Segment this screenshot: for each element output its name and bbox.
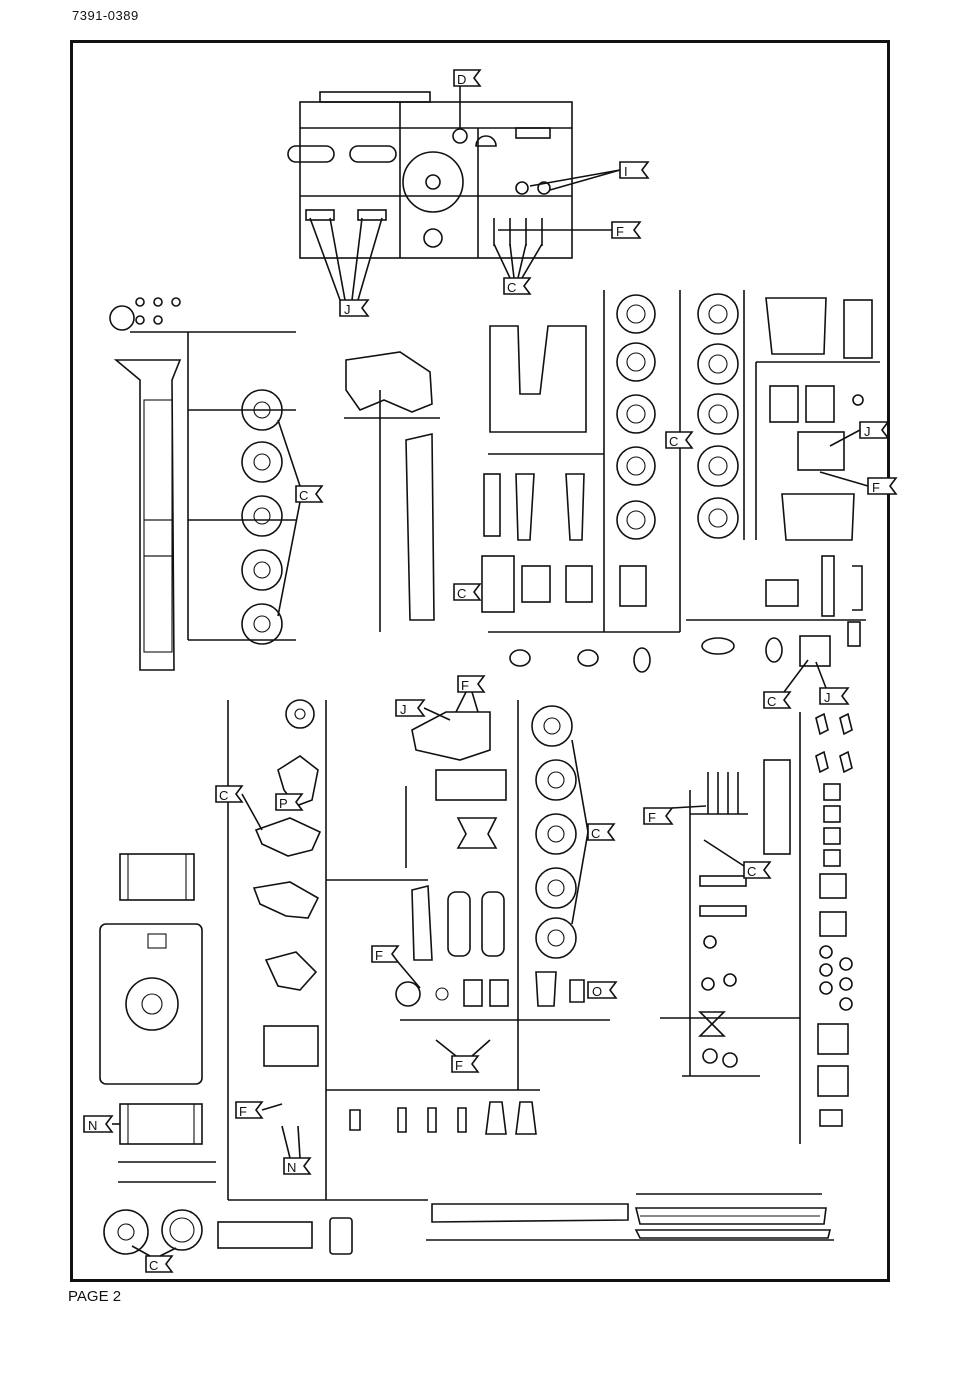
tag-f-right: F [819, 471, 898, 495]
svg-text:C: C [149, 1258, 158, 1273]
svg-text:J: J [824, 690, 831, 705]
tag-c-bottom: C [131, 1245, 177, 1273]
svg-text:C: C [747, 864, 756, 879]
sprue-right-upper [686, 290, 880, 667]
svg-text:C: C [669, 434, 678, 449]
svg-text:F: F [648, 810, 656, 825]
svg-text:N: N [88, 1118, 97, 1133]
svg-text:C: C [299, 488, 308, 503]
tag-c-chassis-wheels: C [277, 419, 324, 617]
tag-j-right: J [829, 421, 890, 447]
tag-d: D [453, 69, 482, 128]
tag-i: I [529, 161, 650, 191]
tag-c-lower-wheels: C [571, 739, 616, 925]
sprue-cab [481, 290, 681, 673]
tag-f-lower-left: F [235, 1101, 283, 1119]
sprue-lower-left [99, 699, 428, 1255]
tag-c-cab-wheels: C [665, 431, 694, 449]
svg-text:O: O [592, 984, 602, 999]
sprue-boom [426, 1193, 834, 1241]
svg-text:F: F [616, 224, 624, 239]
svg-text:I: I [624, 164, 628, 179]
sprue-crane-arm [344, 351, 440, 632]
svg-text:C: C [507, 280, 516, 295]
svg-text:C: C [591, 826, 600, 841]
sprue-chassis [109, 297, 296, 671]
svg-text:F: F [455, 1058, 463, 1073]
parts-diagram-frame [70, 40, 890, 1282]
svg-text:J: J [400, 702, 407, 717]
tag-j-right-lower: J [815, 661, 850, 705]
tag-f-engine: F [455, 675, 486, 713]
tag-o: O [587, 981, 618, 999]
svg-text:J: J [344, 302, 351, 317]
tag-c-right-lower: C [763, 659, 809, 709]
tag-n-lower: N [281, 1125, 312, 1175]
tag-f-shocks: F [643, 805, 707, 825]
svg-text:F: F [872, 480, 880, 495]
svg-text:C: C [767, 694, 776, 709]
svg-text:F: F [375, 948, 383, 963]
document-number: 7391-0389 [72, 8, 139, 23]
svg-text:D: D [457, 72, 466, 87]
tag-n-crate: N [83, 1115, 120, 1133]
svg-text:N: N [287, 1160, 296, 1175]
sprue-lower-middle [326, 700, 610, 1135]
tag-p: P [275, 793, 304, 811]
sprue-top [287, 91, 573, 259]
svg-text:C: C [219, 788, 228, 803]
svg-text:J: J [864, 424, 871, 439]
tag-c-shocks: C [703, 839, 772, 879]
svg-text:F: F [239, 1104, 247, 1119]
svg-text:F: F [461, 678, 469, 693]
sprue-lower-right [660, 712, 853, 1144]
tag-c-top: C [493, 243, 543, 295]
svg-text:C: C [457, 586, 466, 601]
page-number: PAGE 2 [68, 1288, 122, 1305]
tag-f-wheel: F [371, 945, 421, 989]
svg-text:P: P [279, 796, 288, 811]
tag-c-cab: C [453, 583, 482, 601]
tag-f-lower-middle: F [435, 1039, 491, 1073]
tag-j-top: J [309, 217, 383, 317]
tag-j-engine: J [395, 699, 451, 721]
tag-f-top: F [498, 221, 642, 239]
tag-c-figures: C [215, 785, 263, 831]
